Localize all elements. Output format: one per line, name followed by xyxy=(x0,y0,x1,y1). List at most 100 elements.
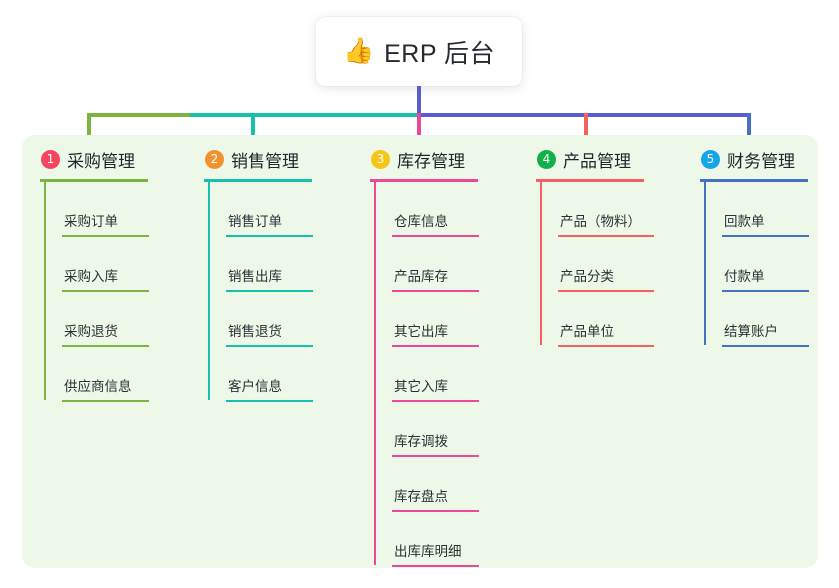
leaf-item[interactable]: 库存调拨 xyxy=(370,402,520,457)
connector-drop-4 xyxy=(584,113,588,150)
branch-column-2: 2 销售管理 销售订单 销售出库 销售退货 客户信息 xyxy=(204,145,354,402)
leaf-label: 结算账户 xyxy=(724,324,778,339)
branch-underline-2 xyxy=(204,179,312,182)
leaf-label: 仓库信息 xyxy=(394,214,448,229)
branches-panel xyxy=(22,135,818,568)
leaf-underline xyxy=(226,345,313,347)
branch-badge-3: 3 xyxy=(371,149,390,169)
leaf-underline xyxy=(392,345,479,347)
connector-drop-3 xyxy=(417,113,421,150)
leaf-label: 采购退货 xyxy=(64,324,118,339)
branch-badge-1: 1 xyxy=(41,149,60,169)
leaf-item[interactable]: 其它入库 xyxy=(370,347,520,402)
branch-title-1: 采购管理 xyxy=(67,151,135,171)
leaf-underline xyxy=(558,290,654,292)
branch-underline-3 xyxy=(370,179,478,182)
thumbs-up-icon: 👍 xyxy=(342,37,375,65)
leaf-item[interactable]: 产品库存 xyxy=(370,237,520,292)
branch-title-3: 库存管理 xyxy=(397,151,465,171)
leaf-item[interactable]: 产品分类 xyxy=(536,237,696,292)
leaf-label: 产品库存 xyxy=(394,269,448,284)
branch-items-4: 产品（物料） 产品分类 产品单位 xyxy=(536,182,696,347)
branch-badge-5: 5 xyxy=(701,149,720,169)
branch-items-1: 采购订单 采购入库 采购退货 供应商信息 xyxy=(40,182,190,402)
leaf-label: 销售退货 xyxy=(228,324,282,339)
connector-drop-5 xyxy=(747,113,751,150)
connector-bus-green xyxy=(87,113,192,117)
leaf-underline xyxy=(62,290,149,292)
branch-column-5: 5 财务管理 回款单 付款单 结算账户 xyxy=(700,145,839,347)
leaf-item[interactable]: 供应商信息 xyxy=(40,347,190,402)
leaf-underline xyxy=(226,400,313,402)
connector-root-stem xyxy=(417,86,421,115)
root-node[interactable]: 👍 ERP 后台 xyxy=(316,17,522,86)
leaf-label: 其它出库 xyxy=(394,324,448,339)
leaf-item[interactable]: 仓库信息 xyxy=(370,182,520,237)
leaf-item[interactable]: 采购订单 xyxy=(40,182,190,237)
leaf-label: 产品（物料） xyxy=(560,214,641,229)
leaf-label: 回款单 xyxy=(724,214,765,229)
leaf-item[interactable]: 付款单 xyxy=(700,237,839,292)
leaf-label: 采购入库 xyxy=(64,269,118,284)
leaf-label: 付款单 xyxy=(724,269,765,284)
leaf-item[interactable]: 销售出库 xyxy=(204,237,354,292)
leaf-underline xyxy=(392,455,479,457)
leaf-underline xyxy=(392,565,479,567)
connector-bus-teal xyxy=(190,113,419,117)
leaf-underline xyxy=(62,235,149,237)
branch-header-3[interactable]: 3 库存管理 xyxy=(370,145,520,173)
leaf-item[interactable]: 其它出库 xyxy=(370,292,520,347)
leaf-item[interactable]: 采购退货 xyxy=(40,292,190,347)
branch-title-4: 产品管理 xyxy=(563,151,631,171)
branch-spine-3 xyxy=(374,182,376,565)
leaf-underline xyxy=(226,235,313,237)
branch-header-1[interactable]: 1 采购管理 xyxy=(40,145,190,173)
root-node-title: ERP 后台 xyxy=(384,39,496,68)
leaf-underline xyxy=(392,290,479,292)
leaf-item[interactable]: 采购入库 xyxy=(40,237,190,292)
leaf-item[interactable]: 回款单 xyxy=(700,182,839,237)
branch-header-5[interactable]: 5 财务管理 xyxy=(700,145,839,173)
leaf-underline xyxy=(392,510,479,512)
leaf-underline xyxy=(722,235,809,237)
branch-header-4[interactable]: 4 产品管理 xyxy=(536,145,696,173)
branch-spine-2 xyxy=(208,182,210,400)
leaf-item[interactable]: 客户信息 xyxy=(204,347,354,402)
branch-badge-4: 4 xyxy=(537,149,556,169)
leaf-item[interactable]: 销售退货 xyxy=(204,292,354,347)
leaf-label: 产品分类 xyxy=(560,269,614,284)
branch-title-5: 财务管理 xyxy=(727,151,795,171)
branch-underline-4 xyxy=(536,179,644,182)
leaf-label: 产品单位 xyxy=(560,324,614,339)
branch-underline-5 xyxy=(700,179,808,182)
leaf-label: 出库库明细 xyxy=(394,544,462,559)
leaf-label: 客户信息 xyxy=(228,379,282,394)
branch-underline-1 xyxy=(40,179,148,182)
leaf-label: 采购订单 xyxy=(64,214,118,229)
branch-items-3: 仓库信息 产品库存 其它出库 其它入库 库存调拨 库存盘点 xyxy=(370,182,520,567)
connector-drop-2 xyxy=(251,113,255,150)
leaf-underline xyxy=(62,400,149,402)
leaf-label: 销售订单 xyxy=(228,214,282,229)
branch-badge-2: 2 xyxy=(205,149,224,169)
leaf-item[interactable]: 销售订单 xyxy=(204,182,354,237)
connector-drop-1 xyxy=(87,113,91,150)
leaf-label: 其它入库 xyxy=(394,379,448,394)
branch-items-5: 回款单 付款单 结算账户 xyxy=(700,182,839,347)
leaf-label: 库存调拨 xyxy=(394,434,448,449)
leaf-item[interactable]: 产品（物料） xyxy=(536,182,696,237)
branch-header-2[interactable]: 2 销售管理 xyxy=(204,145,354,173)
leaf-label: 销售出库 xyxy=(228,269,282,284)
branch-column-3: 3 库存管理 仓库信息 产品库存 其它出库 其它入库 库存调拨 xyxy=(370,145,520,567)
leaf-underline xyxy=(226,290,313,292)
leaf-item[interactable]: 出库库明细 xyxy=(370,512,520,567)
leaf-underline xyxy=(722,290,809,292)
branch-spine-5 xyxy=(704,182,706,345)
leaf-underline xyxy=(392,235,479,237)
leaf-item[interactable]: 产品单位 xyxy=(536,292,696,347)
branch-spine-1 xyxy=(44,182,46,400)
leaf-item[interactable]: 结算账户 xyxy=(700,292,839,347)
branch-title-2: 销售管理 xyxy=(231,151,299,171)
leaf-item[interactable]: 库存盘点 xyxy=(370,457,520,512)
